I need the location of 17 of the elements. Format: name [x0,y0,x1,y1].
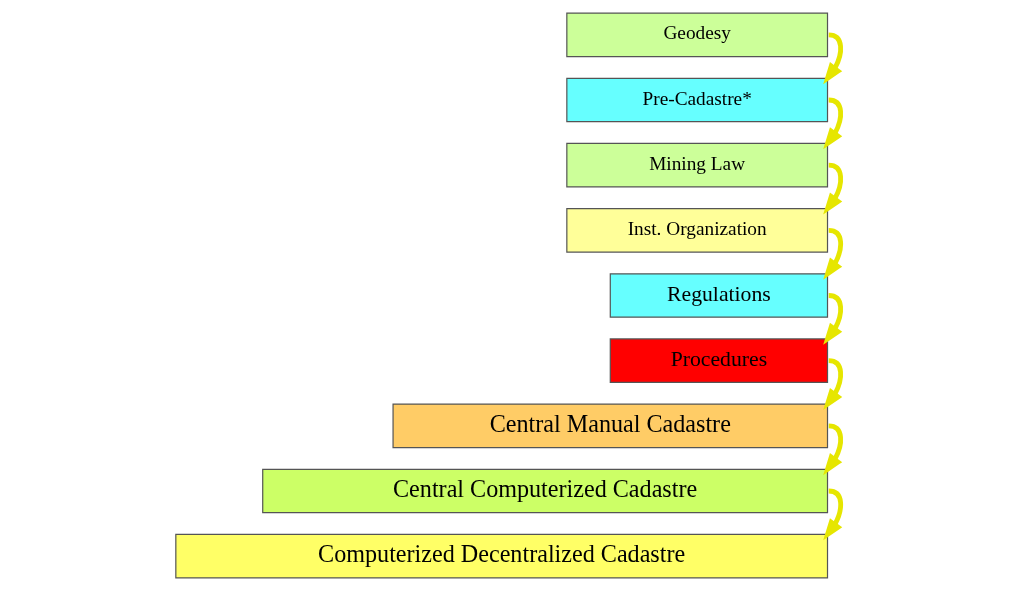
node-box: Procedures [609,338,829,383]
node-box: Computerized Decentralized Cadastre [175,533,829,579]
arrow [823,97,844,150]
node-box: Pre-Cadastre* [566,77,829,123]
arrow [823,32,844,85]
arrow [823,423,844,476]
node-box: Inst. Organization [566,208,829,253]
arrow [823,162,844,215]
arrow [823,227,844,280]
arrow [823,488,844,541]
node-box: Geodesy [566,12,829,58]
node-box: Regulations [609,273,829,318]
node-box: Central Manual Cadastre [392,403,829,449]
node-box: Central Computerized Cadastre [262,468,829,514]
arrow [823,293,844,345]
arrow [823,358,844,410]
node-box: Mining Law [566,142,829,188]
